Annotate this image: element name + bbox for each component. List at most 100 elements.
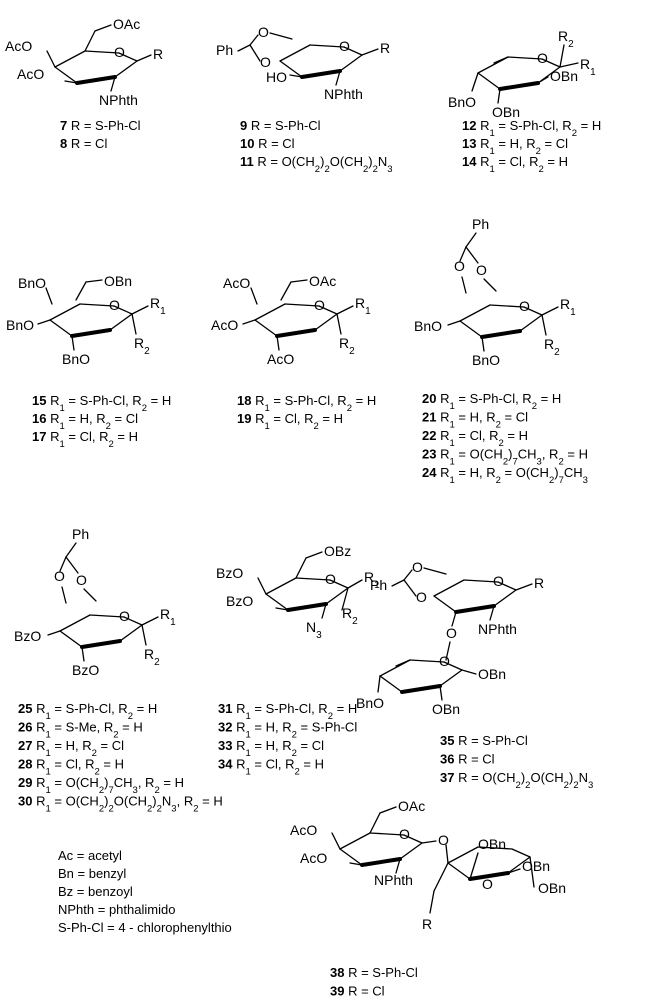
ring-bond [89, 614, 125, 618]
atom-label: R2 [339, 335, 355, 357]
atom-label: R1 [150, 295, 166, 317]
atom-label: O [493, 573, 504, 589]
bond-line [84, 30, 96, 52]
atom-label: AcO [290, 822, 317, 838]
bond-line [483, 278, 497, 292]
bond-line [37, 319, 51, 325]
compound-caption: 33 R1 = H, R2 = Cl [218, 738, 324, 759]
atom-label: O [412, 559, 423, 575]
ring-bond [497, 581, 517, 591]
compound-caption: 17 R1 = Cl, R2 = H [32, 429, 138, 450]
compound-caption: 21 R1 = H, R2 = Cl [422, 410, 528, 431]
compound-caption: 23 R1 = O(CH2)7CH3, R2 = H [422, 447, 588, 468]
atom-label: OBn [492, 104, 520, 120]
compound-caption: 29 R1 = O(CH2)7CH3, R2 = H [18, 775, 184, 796]
atom-label: AcO [300, 850, 327, 866]
bond-line [395, 858, 401, 874]
atom-label: R2 [544, 336, 560, 358]
bond-line [445, 844, 449, 864]
bond-line [335, 70, 341, 86]
atom-label: NPhth [478, 621, 517, 637]
atom-label: R [422, 916, 432, 932]
bond-line [249, 34, 259, 46]
bond-line [403, 579, 417, 597]
compound-caption: 19 R1 = Cl, R2 = H [237, 411, 343, 432]
bond-line [59, 630, 83, 648]
bond-line [459, 246, 467, 262]
bond-line [465, 246, 479, 264]
bond-line [559, 62, 579, 68]
bond-line [403, 569, 413, 581]
atom-label: O [438, 832, 449, 848]
atom-label: BnO [448, 94, 476, 110]
bond-line [325, 587, 349, 605]
bond-line [447, 320, 461, 326]
compound-caption: 32 R1 = H, R2 = S-Ph-Cl [218, 720, 357, 741]
ring-bond [443, 661, 463, 671]
bond-line [489, 605, 495, 621]
bond-line [46, 50, 56, 68]
bond-line [300, 69, 342, 79]
bond-line [439, 669, 463, 687]
bond-line [290, 279, 308, 283]
bond-line [94, 24, 112, 32]
bond-line [339, 54, 363, 72]
bond-line [507, 856, 531, 874]
atom-label: R [153, 46, 163, 62]
legend-item: Ac = acetyl [58, 848, 122, 863]
atom-label: AcO [5, 38, 32, 54]
bond-line [468, 871, 510, 881]
ring-bond [409, 659, 445, 663]
atom-label: BnO [18, 275, 46, 291]
bond-line [280, 281, 292, 301]
atom-label: O [537, 50, 548, 66]
atom-label: Ph [216, 42, 233, 58]
bond-line [559, 44, 565, 68]
legend-item: Bn = benzyl [58, 866, 126, 881]
bond-line [469, 852, 479, 880]
bond-line [454, 604, 496, 614]
bond-line [286, 602, 328, 612]
bond-line [497, 88, 501, 104]
atom-label: OBn [432, 701, 460, 717]
atom-label: OBn [478, 836, 506, 852]
atom-label: OBn [478, 666, 506, 682]
bond-line [369, 812, 381, 834]
bond-line [336, 305, 354, 315]
bond-line [507, 868, 521, 874]
ring-bond [295, 577, 331, 581]
compound-caption: 25 R1 = S-Ph-Cl, R2 = H [18, 701, 157, 722]
ring-bond [369, 832, 405, 836]
ring-bond [511, 848, 531, 858]
atom-label: NPhth [324, 86, 363, 102]
ring-bond [463, 579, 499, 583]
ring-bond [309, 44, 345, 48]
atom-label: R2 [558, 28, 574, 50]
bond-line [379, 806, 397, 814]
atom-label: R2 [144, 646, 160, 668]
bond-line [75, 281, 87, 301]
legend-item: Bz = benzoyl [58, 884, 133, 899]
ring-bond [523, 306, 543, 316]
atom-label: Ph [72, 526, 89, 542]
bond-line [493, 56, 509, 64]
bond-line [439, 685, 443, 701]
bond-line [269, 32, 293, 40]
bond-line [49, 303, 81, 321]
bond-line [391, 579, 405, 587]
bond-line [361, 48, 379, 56]
atom-label: R1 [560, 296, 576, 318]
bond-line [321, 603, 327, 619]
compound-caption: 15 R1 = S-Ph-Cl, R2 = H [32, 393, 171, 414]
atom-label: Ph [370, 577, 387, 593]
atom-label: R1 [355, 295, 371, 317]
bond-line [477, 72, 501, 90]
atom-label: OAc [309, 273, 336, 289]
ring-bond [284, 303, 320, 307]
bond-line [289, 74, 303, 78]
atom-label: O [454, 258, 465, 274]
compound-caption: 30 R1 = O(CH2)2O(CH2)2N3, R2 = H [18, 794, 223, 815]
atom-label: O [399, 826, 410, 842]
compound-caption: 24 R1 = H, R2 = O(CH2)7CH3 [422, 465, 588, 486]
